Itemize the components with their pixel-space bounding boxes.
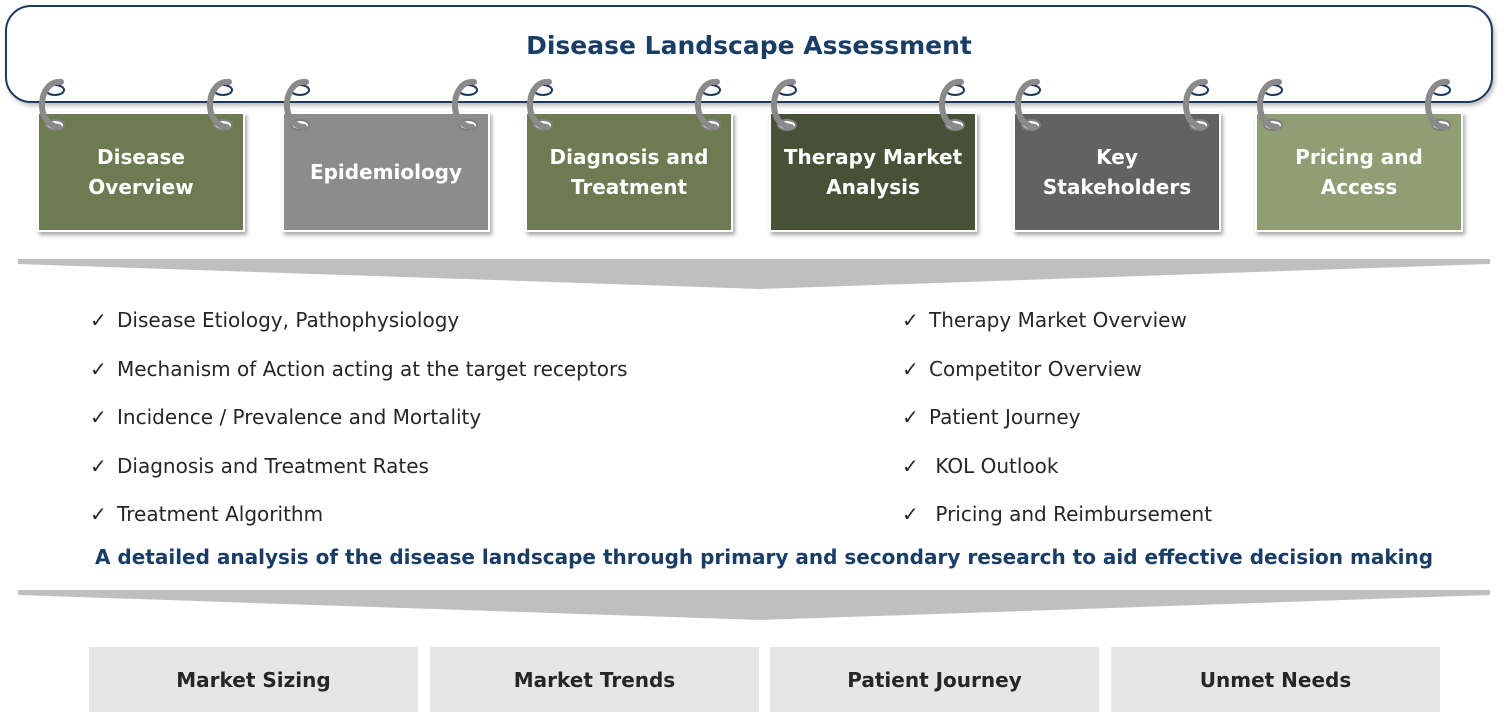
output-box-market-sizing: Market Sizing [89,647,418,712]
check-icon: ✓ [90,308,107,333]
binder-ring-icon [1425,79,1451,131]
card-disease-overview: Disease Overview [37,112,245,232]
card-pricing-access: Pricing and Access [1255,112,1463,232]
check-icon: ✓ [90,356,107,381]
binder-ring-icon [207,79,233,131]
card-therapy-market-analysis: Therapy Market Analysis [769,112,977,232]
binder-ring-icon [695,79,721,131]
right-checklist: ✓Therapy Market Overview ✓Competitor Ove… [902,296,1212,539]
binder-ring-icon [771,79,797,131]
binder-ring-icon [527,79,553,131]
card-label: Pricing and Access [1295,145,1423,199]
check-icon: ✓ [902,356,919,381]
binder-ring-icon [1183,79,1209,131]
binder-ring-icon [1015,79,1041,131]
binder-ring-icon [284,79,310,131]
list-item: ✓Treatment Algorithm [90,502,324,527]
list-item: ✓Competitor Overview [902,356,1142,381]
card-diagnosis-treatment: Diagnosis and Treatment [525,112,733,232]
binder-rings [39,79,1451,131]
list-item: ✓Diagnosis and Treatment Rates [90,453,429,478]
check-icon: ✓ [90,405,107,430]
check-icon: ✓ [902,453,919,478]
list-item: ✓Disease Etiology, Pathophysiology [90,308,460,333]
card-label: Disease Overview [88,145,194,199]
check-icon: ✓ [90,502,107,527]
list-item: ✓ KOL Outlook [902,453,1059,478]
list-item: ✓Patient Journey [902,405,1081,430]
binder-ring-icon [39,79,65,131]
output-box-unmet-needs: Unmet Needs [1111,647,1440,712]
list-item: ✓Incidence / Prevalence and Mortality [90,405,482,430]
binder-ring-icon [452,79,478,131]
header-bar: Disease Landscape Assessment [5,5,1493,103]
card-epidemiology: Epidemiology [282,112,490,232]
check-icon: ✓ [902,308,919,333]
binder-ring-icon [1257,79,1283,131]
list-item: ✓ Pricing and Reimbursement [902,502,1213,527]
page-title: Disease Landscape Assessment [526,31,972,60]
binder-ring-icon [939,79,965,131]
card-label: Epidemiology [309,160,463,184]
card-label: Diagnosis and Treatment [549,145,709,199]
summary-tagline: A detailed analysis of the disease lands… [94,545,1434,569]
left-checklist: ✓Disease Etiology, Pathophysiology ✓Mech… [90,296,628,539]
output-box-patient-journey: Patient Journey [770,647,1099,712]
card-key-stakeholders: Key Stakeholders [1013,112,1221,232]
divider-arrow-band [18,590,1490,620]
check-icon: ✓ [902,502,919,527]
output-box-market-trends: Market Trends [430,647,759,712]
check-icon: ✓ [90,453,107,478]
list-item: ✓Therapy Market Overview [902,308,1187,333]
divider-arrow-band [18,259,1490,289]
check-icon: ✓ [902,405,919,430]
list-item: ✓Mechanism of Action acting at the targe… [90,356,628,381]
card-label: Therapy Market Analysis [783,145,963,199]
card-label: Key Stakeholders [1042,145,1192,199]
